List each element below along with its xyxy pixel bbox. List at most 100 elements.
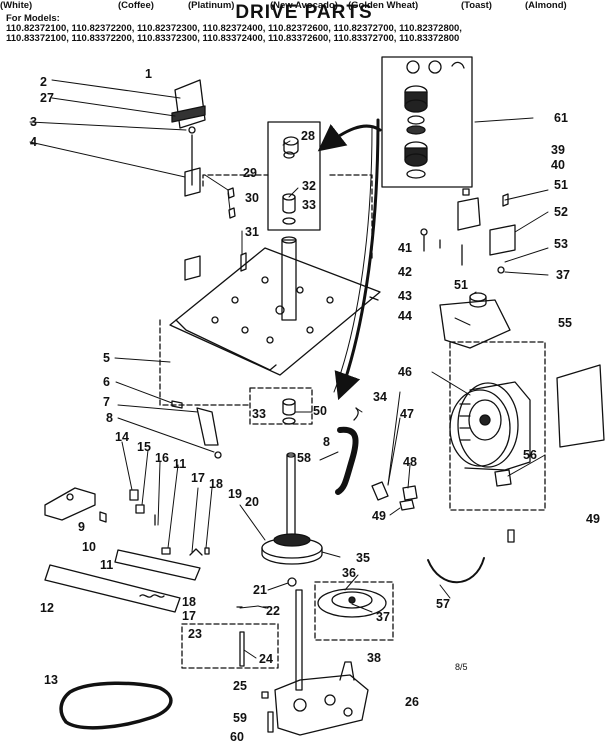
callout-26: 26 <box>405 695 419 709</box>
callout-43: 43 <box>398 289 412 303</box>
callout-11a: 11 <box>173 457 186 471</box>
part-6-8-bracket <box>171 400 222 459</box>
callout-53: 53 <box>554 237 568 251</box>
arrow-pulley-to-inset <box>317 124 382 152</box>
part-11-bracket <box>114 549 201 581</box>
callout-23: 23 <box>188 627 202 641</box>
part-9-10-bracket <box>44 487 107 523</box>
callout-2: 2 <box>40 75 47 89</box>
callout-4: 4 <box>30 135 37 149</box>
model-numbers-row-1: 110.82372100, 110.82372200, 110.82372300… <box>6 23 462 34</box>
callout-36: 36 <box>342 566 356 580</box>
callout-51a: 51 <box>554 178 568 192</box>
part-1-4-bracket <box>171 79 206 197</box>
callout-60: 60 <box>230 730 244 743</box>
for-models-label: For Models: <box>6 13 60 24</box>
color-toast: (Toast) <box>461 0 492 11</box>
part-56-switch <box>494 469 515 543</box>
callout-1: 1 <box>145 67 152 81</box>
callout-13: 13 <box>44 673 58 687</box>
callout-44: 44 <box>398 309 412 323</box>
callout-labels: 1 2 3 4 5 6 7 8 8 9 10 11 11 12 13 14 15… <box>30 67 600 743</box>
part-5-base-plate <box>169 236 381 376</box>
callout-16: 16 <box>155 451 169 465</box>
arrow-pulley-to-shaft <box>334 118 380 401</box>
callout-51b: 51 <box>454 278 468 292</box>
callout-6: 6 <box>103 375 110 389</box>
callout-28: 28 <box>301 129 315 143</box>
callout-20: 20 <box>245 495 259 509</box>
callout-33a: 33 <box>302 198 316 212</box>
part-55-cover-plate <box>556 364 605 448</box>
arrow-shaft-outline <box>333 127 373 393</box>
callout-8b: 8 <box>323 435 330 449</box>
callout-5: 5 <box>103 351 110 365</box>
callout-37a: 37 <box>376 610 390 624</box>
part-26-gearcase <box>274 661 369 736</box>
callout-14: 14 <box>115 430 129 444</box>
callout-18a: 18 <box>209 477 223 491</box>
callout-46: 46 <box>398 365 412 379</box>
part-12-bracket <box>44 564 181 613</box>
part-58-hose <box>335 426 359 495</box>
part-46-motor <box>449 341 546 511</box>
leader-lines <box>29 79 549 659</box>
callout-18b: 18 <box>182 595 196 609</box>
callout-29: 29 <box>243 166 257 180</box>
callout-31: 31 <box>245 225 259 239</box>
callout-19: 19 <box>228 487 242 501</box>
callout-38: 38 <box>367 651 381 665</box>
part-57-clamp <box>427 557 485 584</box>
callout-22: 22 <box>266 604 280 618</box>
part-21-24-group <box>181 577 303 691</box>
callout-27: 27 <box>40 91 54 105</box>
part-61-pulley-set <box>381 56 473 188</box>
callout-21: 21 <box>253 583 267 597</box>
callout-55: 55 <box>558 316 572 330</box>
callout-30: 30 <box>245 191 259 205</box>
part-37-38-pulley <box>314 581 394 641</box>
callout-48: 48 <box>403 455 417 469</box>
color-coffee: (Coffee) <box>118 0 154 11</box>
callout-7: 7 <box>103 395 110 409</box>
color-platinum: (Platinum) <box>188 0 235 11</box>
part-29-31-screws <box>184 187 247 281</box>
callout-25: 25 <box>233 679 247 693</box>
callout-34: 34 <box>373 390 387 404</box>
callout-56: 56 <box>523 448 537 462</box>
color-golden-wheat: (Golden Wheat) <box>348 0 419 11</box>
part-43-44-mount <box>420 188 516 349</box>
callout-15: 15 <box>137 440 151 454</box>
callout-58: 58 <box>297 451 311 465</box>
callout-49b: 49 <box>586 512 600 526</box>
part-20-shaft <box>261 452 323 565</box>
callout-32: 32 <box>302 179 316 193</box>
callout-12: 12 <box>40 601 54 615</box>
callout-3: 3 <box>30 115 37 129</box>
part-14-18-small-parts <box>129 489 210 556</box>
color-white: (White) <box>0 0 33 11</box>
callout-33b: 33 <box>252 407 266 421</box>
frame-dashed-bracket <box>159 174 373 406</box>
callout-17a: 17 <box>191 471 205 485</box>
model-numbers-row-2: 110.83372100, 110.83372200, 110.83372300… <box>6 33 460 44</box>
color-new-avocado: (New Avocado) <box>270 0 338 11</box>
part-28-33-inset <box>267 121 321 231</box>
callout-40: 40 <box>551 158 565 172</box>
callout-59: 59 <box>233 711 247 725</box>
callout-9: 9 <box>78 520 85 534</box>
part-34-wire <box>353 407 359 421</box>
callout-11b: 11 <box>100 558 113 572</box>
callout-35: 35 <box>356 551 370 565</box>
part-18-spring <box>139 594 165 598</box>
callout-37b: 37 <box>556 268 570 282</box>
callout-49a: 49 <box>372 509 386 523</box>
callout-42: 42 <box>398 265 412 279</box>
callout-47: 47 <box>400 407 414 421</box>
page-title: DRIVE PARTS <box>235 2 373 23</box>
part-47-48-capacitor <box>371 481 418 511</box>
callout-61: 61 <box>554 111 568 125</box>
callout-39: 39 <box>551 143 565 157</box>
callout-10: 10 <box>82 540 96 554</box>
